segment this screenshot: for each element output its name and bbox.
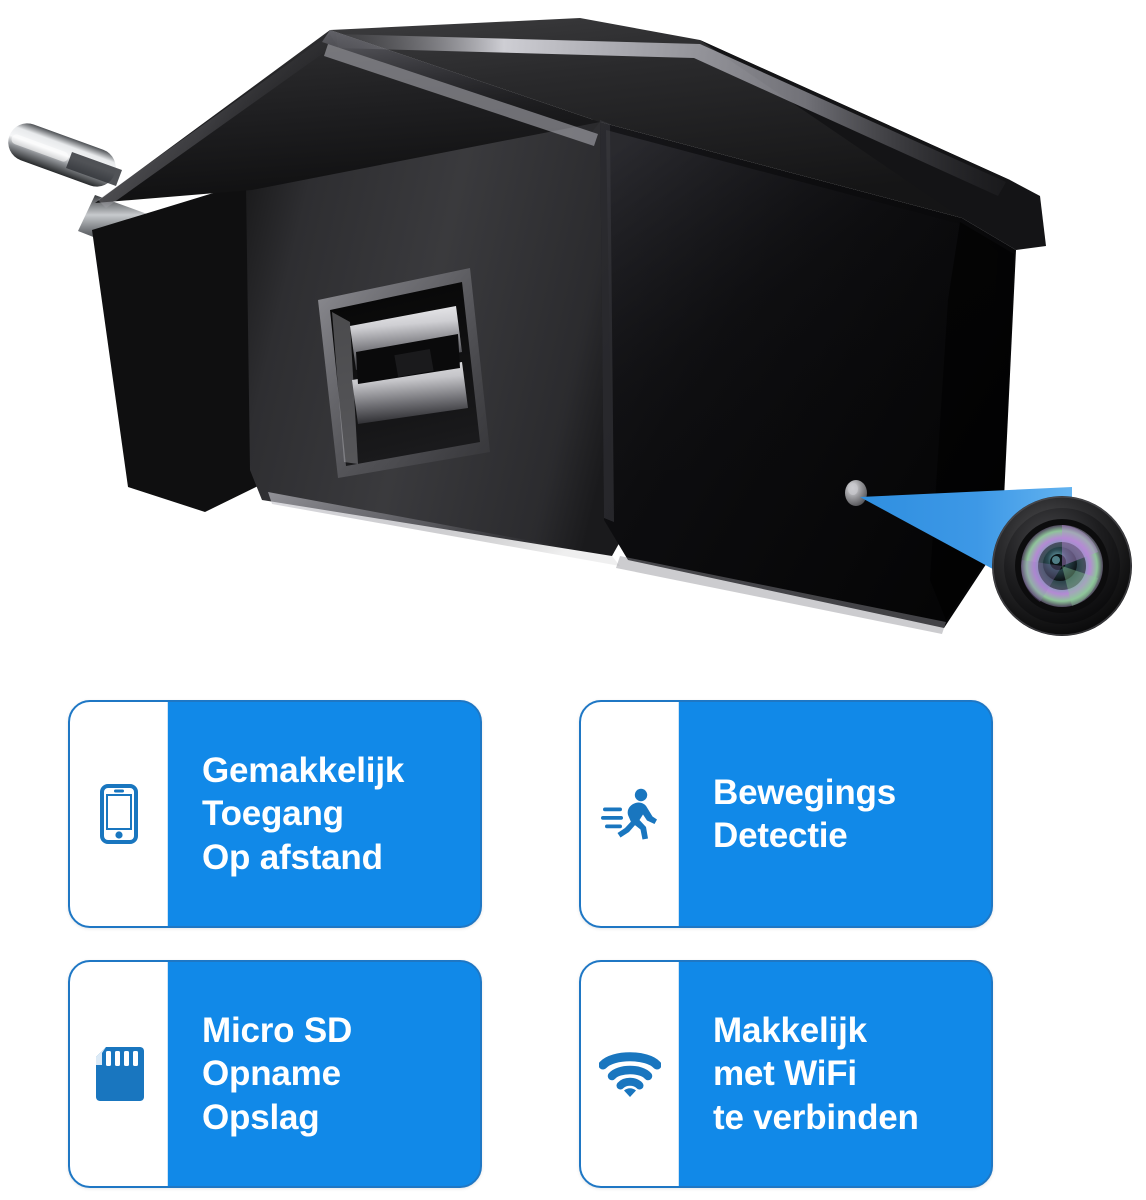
charger-top-rear [95, 30, 600, 203]
feature-line: Gemakkelijk [202, 751, 405, 791]
feature-line: Toegang [202, 794, 344, 834]
feature-card-motion-detection[interactable]: Bewegings Detectie [579, 700, 993, 928]
feature-line: Op afstand [202, 837, 383, 877]
seam-highlight [324, 44, 598, 146]
feature-card-grid: Gemakkelijk Toegang Op afstand Beweg [68, 700, 1080, 1190]
charger-corner-crease [600, 120, 614, 522]
charger-top-seam [322, 30, 600, 132]
feature-text-panel: Gemakkelijk Toegang Op afstand [168, 702, 480, 926]
feature-card-micro-sd-storage[interactable]: Micro SD Opname Opslag [68, 960, 482, 1188]
feature-line: Opname [202, 1054, 341, 1094]
feature-icon-panel [581, 702, 679, 926]
feature-icon-panel [70, 962, 168, 1186]
feature-line: Detectie [713, 816, 848, 855]
feature-icon-panel [581, 962, 679, 1186]
charger-top-front [330, 18, 1010, 218]
usb-a-port [318, 268, 490, 478]
feature-line: te verbinden [713, 1097, 919, 1137]
rear-edge-highlight [98, 34, 336, 208]
smartphone-icon [99, 784, 138, 844]
feature-icon-panel [70, 702, 168, 926]
feature-card-easy-remote-access[interactable]: Gemakkelijk Toegang Op afstand [68, 700, 482, 928]
product-photo [8, 18, 1132, 636]
micro-sd-card-icon [95, 1047, 144, 1101]
charger-left-shoulder [92, 183, 268, 512]
feature-line: Bewegings [713, 772, 896, 812]
feature-line: Opslag [202, 1097, 320, 1137]
feature-line: Makkelijk [713, 1011, 867, 1051]
magnified-camera-lens [992, 496, 1132, 636]
camera-pinhole-highlight [848, 483, 858, 495]
feature-text-panel: Makkelijk met WiFi te verbinden [679, 962, 991, 1186]
wifi-signal-icon [598, 1052, 661, 1097]
bottom-edge-highlight [268, 492, 620, 566]
running-person-motion-icon [600, 788, 657, 840]
front-face-sheen [606, 130, 998, 470]
feature-card-wifi-connect[interactable]: Makkelijk met WiFi te verbinden [579, 960, 993, 1188]
feature-text-panel: Micro SD Opname Opslag [168, 962, 480, 1186]
front-bottom-highlight [616, 556, 946, 634]
product-illustration [8, 18, 1132, 636]
feature-line: Micro SD [202, 1011, 353, 1051]
feature-text-panel: Bewegings Detectie [679, 702, 991, 926]
feature-line: met WiFi [713, 1054, 857, 1094]
